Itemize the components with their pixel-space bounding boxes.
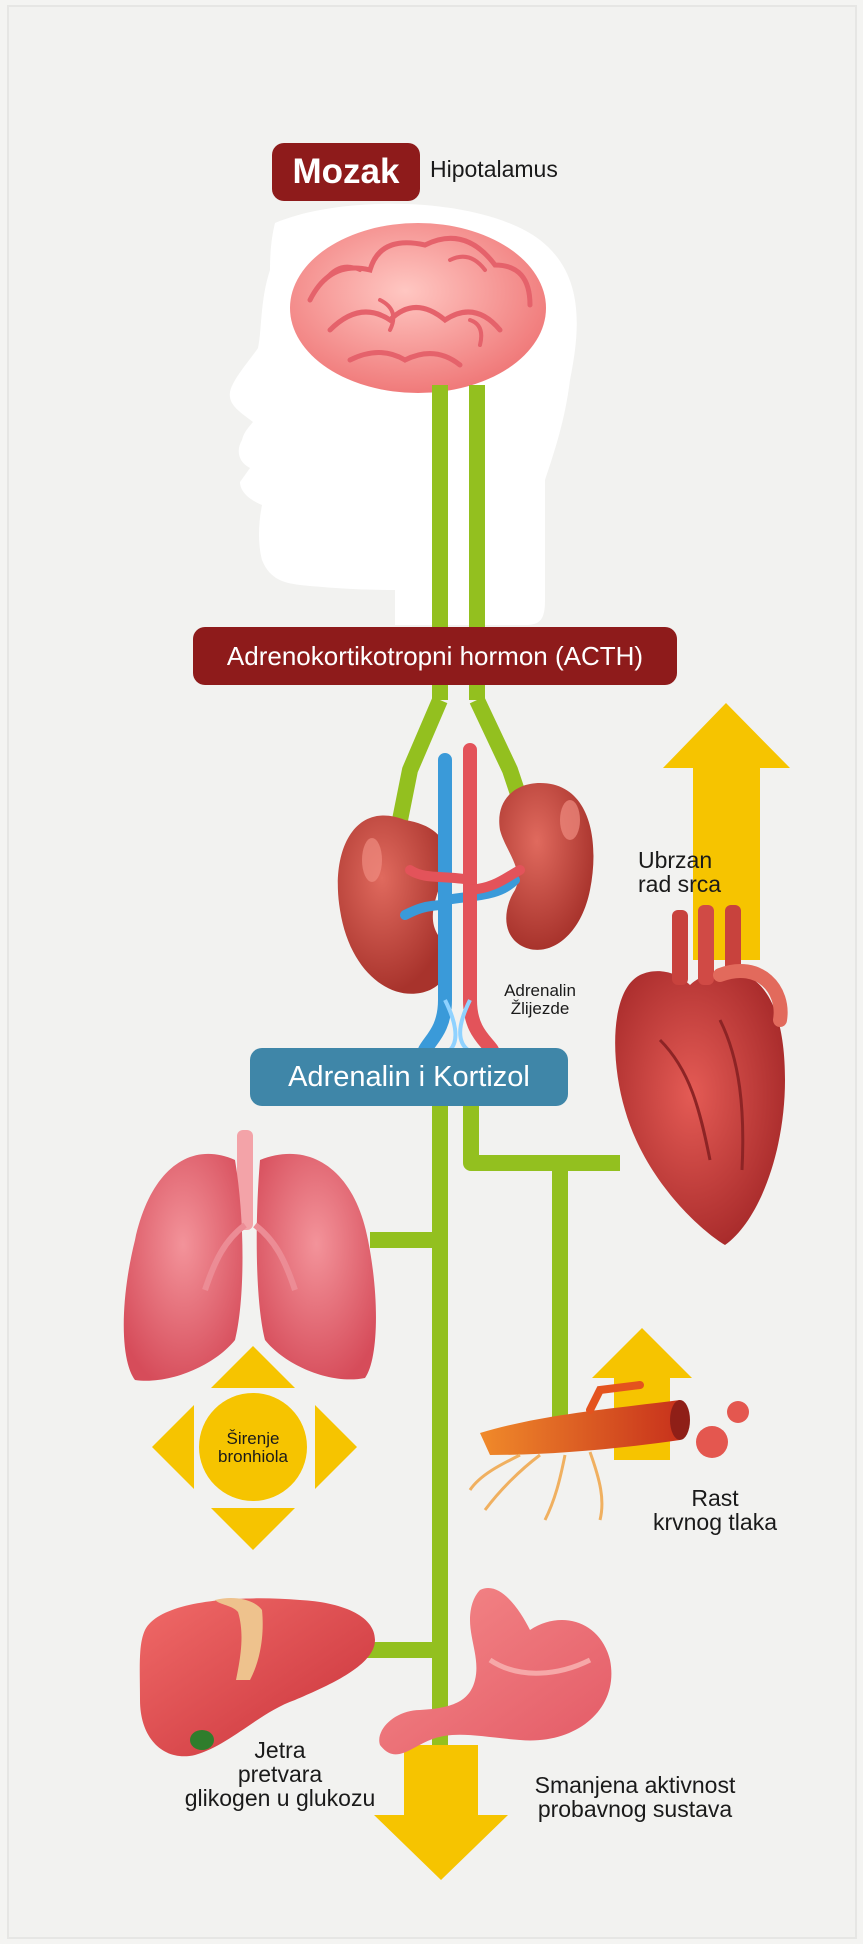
acth-badge: Adrenokortikotropni hormon (ACTH)	[193, 627, 677, 685]
brain-icon	[290, 223, 546, 393]
bronchiole-label: Širenje bronhiola	[198, 1430, 308, 1466]
blood-pressure-line2: krvnog tlaka	[630, 1510, 800, 1534]
heart-rate-line1: Ubrzan	[638, 848, 721, 872]
blood-pressure-label: Rast krvnog tlaka	[630, 1486, 800, 1534]
brain-title-badge: Mozak	[272, 143, 420, 201]
acth-label: Adrenokortikotropni hormon (ACTH)	[227, 641, 643, 671]
bronchiole-line1: Širenje	[198, 1430, 308, 1448]
liver-line1: Jetra	[160, 1738, 400, 1762]
adrenal-gland-line1: Adrenalin	[485, 982, 595, 1000]
hormones-label: Adrenalin i Kortizol	[288, 1061, 530, 1093]
brain-title: Mozak	[293, 152, 400, 191]
heart-rate-line2: rad srca	[638, 872, 721, 896]
liver-line2: pretvara	[160, 1762, 400, 1786]
liver-label: Jetra pretvara glikogen u glukozu	[160, 1738, 400, 1810]
digestion-line2: probavnog sustava	[515, 1797, 755, 1821]
heart-rate-label: Ubrzan rad srca	[638, 848, 721, 896]
adrenal-gland-line2: Žlijezde	[485, 1000, 595, 1018]
hormones-badge: Adrenalin i Kortizol	[250, 1048, 568, 1106]
digestion-label: Smanjena aktivnost probavnog sustava	[515, 1773, 755, 1821]
blood-pressure-line1: Rast	[630, 1486, 800, 1510]
adrenal-gland-label: Adrenalin Žlijezde	[485, 982, 595, 1018]
bronchiole-line2: bronhiola	[198, 1448, 308, 1466]
hypothalamus-label: Hipotalamus	[430, 157, 558, 181]
digestion-line1: Smanjena aktivnost	[515, 1773, 755, 1797]
liver-line3: glikogen u glukozu	[160, 1786, 400, 1810]
